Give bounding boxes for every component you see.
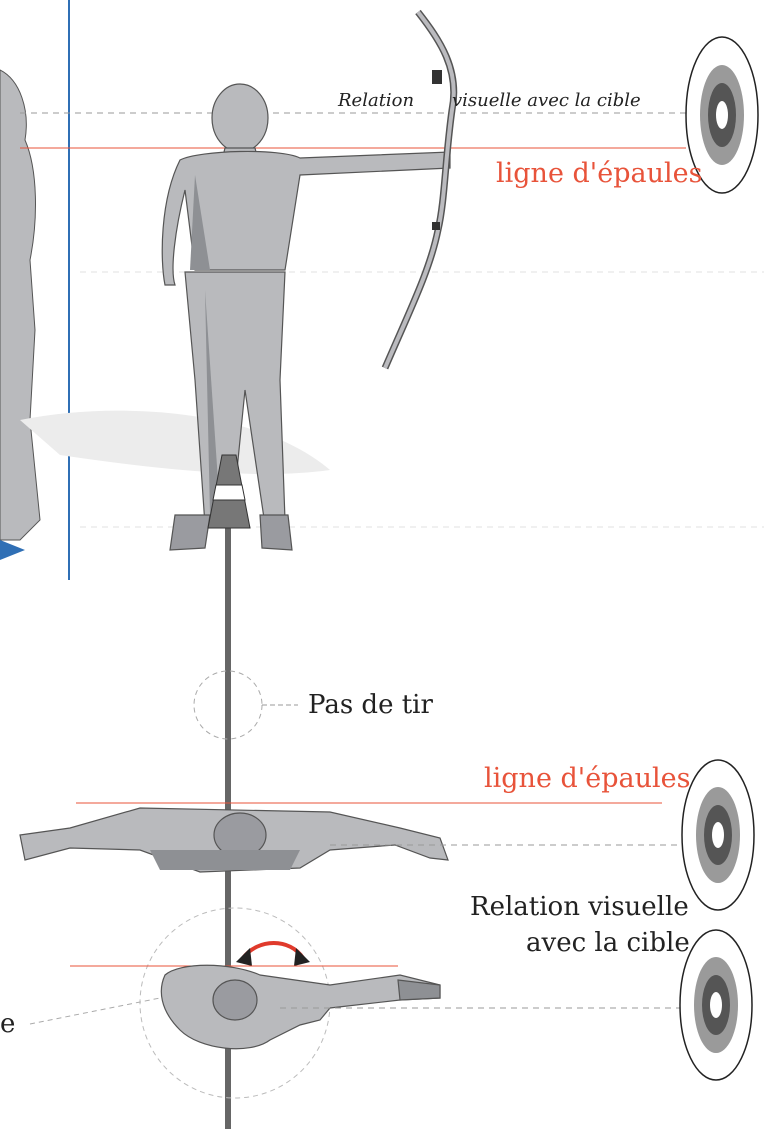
archer-top-figure	[20, 808, 448, 872]
label-relation-bottom-line2: avec la cible	[526, 930, 690, 956]
label-relation-bottom-line1: Relation visuelle	[470, 894, 689, 920]
bow-icon	[385, 12, 454, 368]
rotation-arrow-icon	[236, 943, 310, 966]
archer-top-aiming-figure	[161, 965, 440, 1048]
partial-left-figure	[0, 70, 40, 560]
label-relation-top-right: visuelle avec la cible	[452, 92, 641, 110]
label-shoulder-line-top: ligne d'épaules	[496, 160, 702, 187]
label-shooting-line: Pas de tir	[308, 692, 433, 718]
label-shoulder-line-bottom: ligne d'épaules	[484, 765, 690, 792]
label-cut-letter: e	[0, 1011, 15, 1037]
target-icon	[680, 930, 752, 1080]
target-icon	[682, 760, 754, 910]
label-relation-top-left: Relation	[338, 92, 414, 110]
